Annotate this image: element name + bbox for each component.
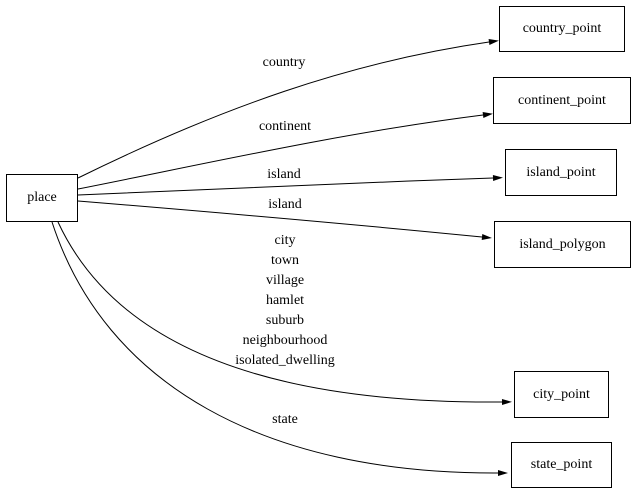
node-continent-point-label: continent_point	[518, 92, 606, 108]
node-state-point: state_point	[511, 442, 612, 488]
edge-label-country: country	[262, 55, 306, 70]
node-country-point-label: country_point	[522, 21, 602, 36]
edge-label-continent: continent	[258, 119, 312, 134]
edge-label-city-line: city	[274, 233, 296, 248]
edge-label-suburb-line: suburb	[265, 313, 305, 328]
node-place: place	[6, 174, 78, 222]
node-island-point-label: island_point	[526, 164, 596, 180]
node-state-point-label: state_point	[530, 457, 593, 472]
edge-label-state: state	[272, 412, 298, 427]
edge-label-isolated-dwelling-line: isolated_dwelling	[235, 353, 335, 368]
edge-place-to-country_point	[77, 39, 499, 179]
edge-label-hamlet-line: hamlet	[265, 293, 305, 308]
node-island-polygon: island_polygon	[494, 221, 631, 268]
edge-label-village-line: village	[265, 273, 305, 288]
edge-label-city-multiline: city town village hamlet suburb neighbou…	[235, 231, 335, 371]
edge-label-island-point: island	[267, 167, 301, 182]
node-island-polygon-label: island_polygon	[519, 236, 606, 252]
edge-place-to-continent_point	[77, 112, 493, 190]
node-city-point: city_point	[514, 371, 609, 418]
edge-label-neighbourhood-line: neighbourhood	[242, 333, 328, 348]
node-place-label: place	[27, 190, 57, 205]
edge-label-town-line: town	[270, 253, 299, 268]
node-country-point: country_point	[499, 6, 625, 52]
edge-place-to-city_point	[57, 221, 512, 405]
edge-label-island-polygon: island	[268, 197, 302, 212]
edge-place-to-state_point	[51, 221, 508, 476]
edge-place-to-island_point	[77, 175, 503, 196]
edge-place-to-island_polygon	[77, 200, 492, 240]
node-continent-point: continent_point	[493, 77, 631, 124]
node-island-point: island_point	[505, 149, 617, 196]
node-city-point-label: city_point	[533, 386, 590, 402]
